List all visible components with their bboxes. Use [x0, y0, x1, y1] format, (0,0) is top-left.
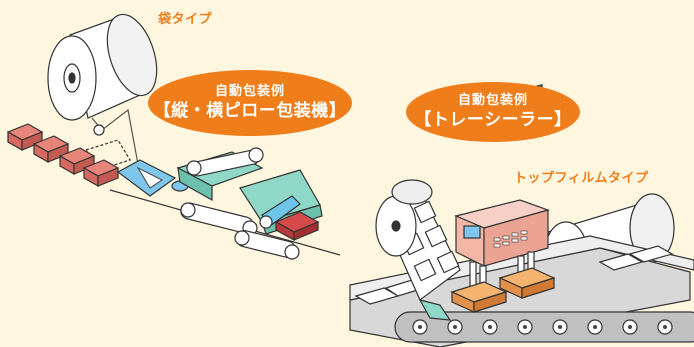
belt-conveyor-lower — [180, 202, 258, 236]
tray-sealer-badge: 自動包装例 【トレーシーラー】 — [406, 82, 580, 142]
belt-conveyor-upper — [186, 147, 264, 177]
tray-badge-caption: 自動包装例 — [457, 93, 528, 108]
guide-roller-left — [93, 124, 105, 136]
pillow-badge-title: 【縦・横ピロー包装機】 — [153, 101, 347, 121]
film-web-left — [91, 108, 141, 176]
pillow-packaging-machine — [6, 13, 341, 260]
film-roller-teal — [259, 195, 301, 229]
tray-badge-title: 【トレーシーラー】 — [414, 110, 572, 130]
sealed-trays — [450, 267, 556, 313]
pillow-packaging-badge: 自動包装例 【縦・横ピロー包装機】 — [148, 70, 352, 136]
pillow-badge-caption: 自動包装例 — [214, 84, 285, 99]
dashed-guide — [85, 139, 131, 171]
bag-type-label: 袋タイプ — [158, 12, 213, 27]
outfeed-conveyor — [234, 230, 300, 260]
top-film-type-label: トップフィルムタイプ — [514, 171, 649, 186]
tray-web-roll — [375, 179, 461, 321]
wrapped-product — [274, 211, 320, 242]
products-infeed — [6, 123, 120, 188]
film-roll-left — [47, 13, 158, 121]
tray-sealer-machine — [349, 84, 694, 347]
